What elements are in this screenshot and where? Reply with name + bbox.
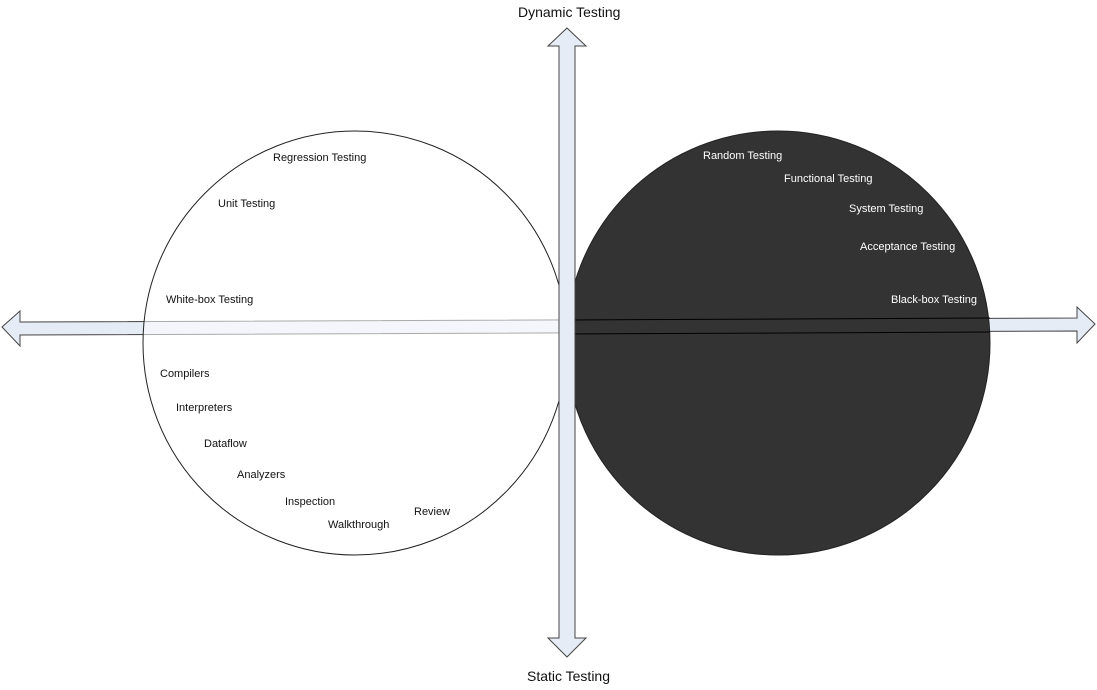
dataflow-label: Dataflow [204,438,247,450]
acceptance-testing-label: Acceptance Testing [860,241,956,253]
analyzers-label: Analyzers [237,469,286,481]
static-testing-label: Static Testing [527,668,611,684]
black-box-testing-label: Black-box Testing [891,294,978,306]
unit-testing-label: Unit Testing [218,198,276,210]
random-testing-label: Random Testing [703,150,783,162]
inspection-label: Inspection [285,496,336,508]
review-label: Review [414,506,451,518]
compilers-label: Compilers [160,368,210,380]
system-testing-label: System Testing [849,203,924,215]
functional-testing-label: Functional Testing [784,173,873,185]
horizontal-axis-line-upper [564,317,991,321]
dynamic-testing-label: Dynamic Testing [518,4,621,20]
vertical-axis-arrow [546,27,588,658]
black-box-circle [565,130,991,556]
walkthrough-label: Walkthrough [328,519,390,531]
regression-testing-label: Regression Testing [273,152,367,164]
interpreters-label: Interpreters [176,402,233,414]
white-box-testing-label: White-box Testing [166,294,254,306]
white-box-circle [142,130,568,556]
horizontal-axis-line-lower [564,331,991,335]
